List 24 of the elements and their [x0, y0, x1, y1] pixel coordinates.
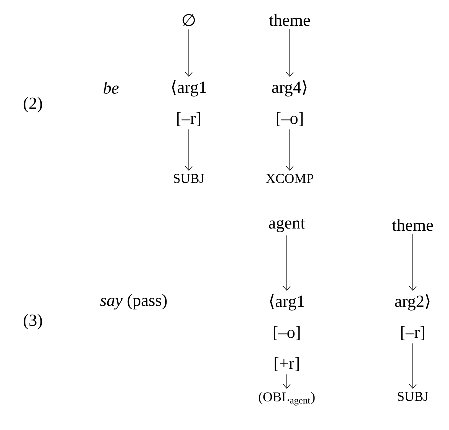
function-label: SUBJ — [174, 174, 204, 184]
function-label: (OBL$_{agent}$) — [259, 392, 315, 406]
example-number: (3) — [24, 314, 42, 330]
argument-slot: ⟨arg1 [–r] — [172, 80, 206, 126]
verb-label: say (pass) — [100, 294, 167, 310]
role-label: ∅ — [182, 14, 196, 26]
function-label: SUBJ — [398, 392, 428, 402]
role-label: theme — [392, 219, 434, 232]
argument-slot: arg4⟩ [–o] — [272, 80, 307, 126]
arrow — [286, 129, 294, 171]
arrow — [409, 234, 417, 291]
role-label: theme — [269, 14, 310, 26]
arrow — [283, 235, 291, 291]
arrow — [409, 343, 417, 389]
argument-slot: arg2⟩ [–r] — [395, 294, 430, 340]
role-label: agent — [269, 219, 306, 232]
arrow — [185, 29, 193, 77]
function-label: XCOMP — [266, 174, 314, 184]
arrow — [283, 374, 291, 389]
verb-label: be — [104, 82, 119, 94]
example-number: (2) — [24, 97, 42, 113]
arrow — [286, 29, 294, 77]
argument-slot: ⟨arg1 [–o] [+r] — [270, 294, 304, 372]
arrow — [185, 129, 193, 171]
